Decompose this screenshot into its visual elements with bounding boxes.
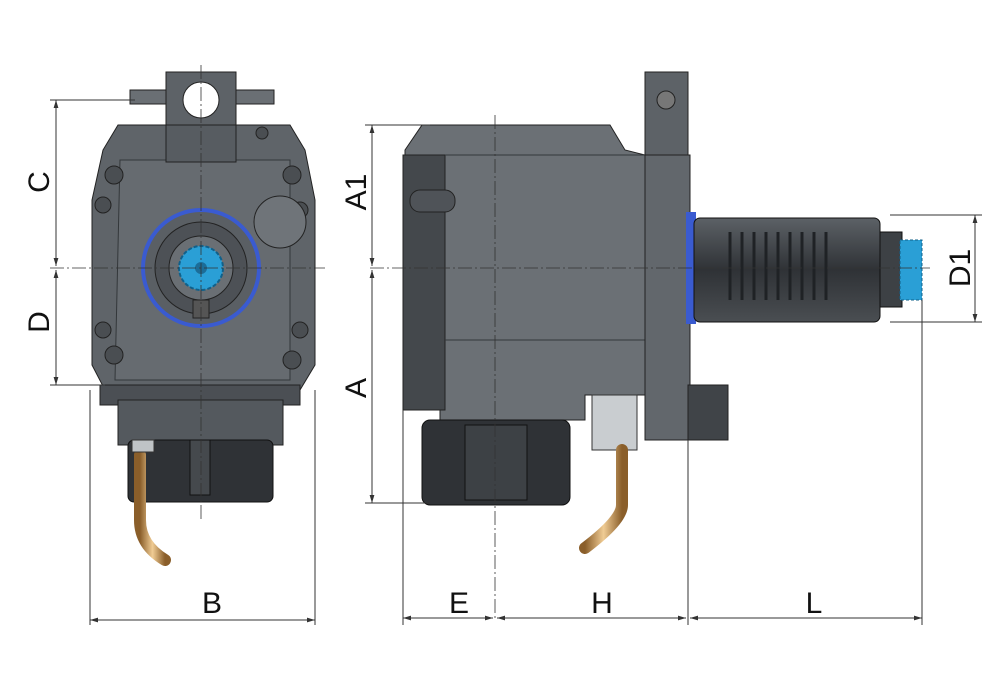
dim-label-a1: A1 (340, 174, 373, 211)
center-lines (50, 65, 930, 620)
dim-label-e: E (449, 587, 469, 620)
side-drive-gear (899, 239, 923, 301)
right-adjust-screw (231, 89, 275, 105)
side-stop-block (687, 384, 729, 441)
dim-label-a: A (340, 378, 373, 398)
front-view (91, 71, 316, 566)
dimension-labels: C D B A1 A D1 E H L (23, 171, 977, 620)
side-coolant-pipe (579, 444, 628, 554)
front-coolant-pipe (134, 449, 171, 566)
collet-slot (189, 439, 211, 496)
dim-label-d1: D1 (944, 249, 977, 287)
shank-serrations (728, 232, 828, 300)
vdi-shank (693, 217, 881, 323)
dim-label-b: B (202, 587, 222, 620)
side-view (402, 71, 923, 554)
side-clamp-plate (644, 71, 689, 163)
dim-label-c: C (23, 171, 56, 193)
dim-label-l: L (806, 587, 823, 620)
collet-flat (464, 424, 528, 501)
shank-end (879, 231, 903, 308)
front-lower-block (117, 399, 284, 446)
left-adjust-screw (129, 89, 171, 105)
side-flange (644, 154, 691, 441)
dimension-lines (50, 99, 982, 625)
dim-label-d: D (23, 311, 56, 333)
front-pipe-fitting (131, 439, 155, 453)
side-plug (409, 189, 456, 213)
dim-label-h: H (591, 587, 613, 620)
plug-cover (253, 195, 307, 249)
side-pipe-fitting (591, 394, 638, 451)
hex-nut-icon (656, 90, 676, 110)
